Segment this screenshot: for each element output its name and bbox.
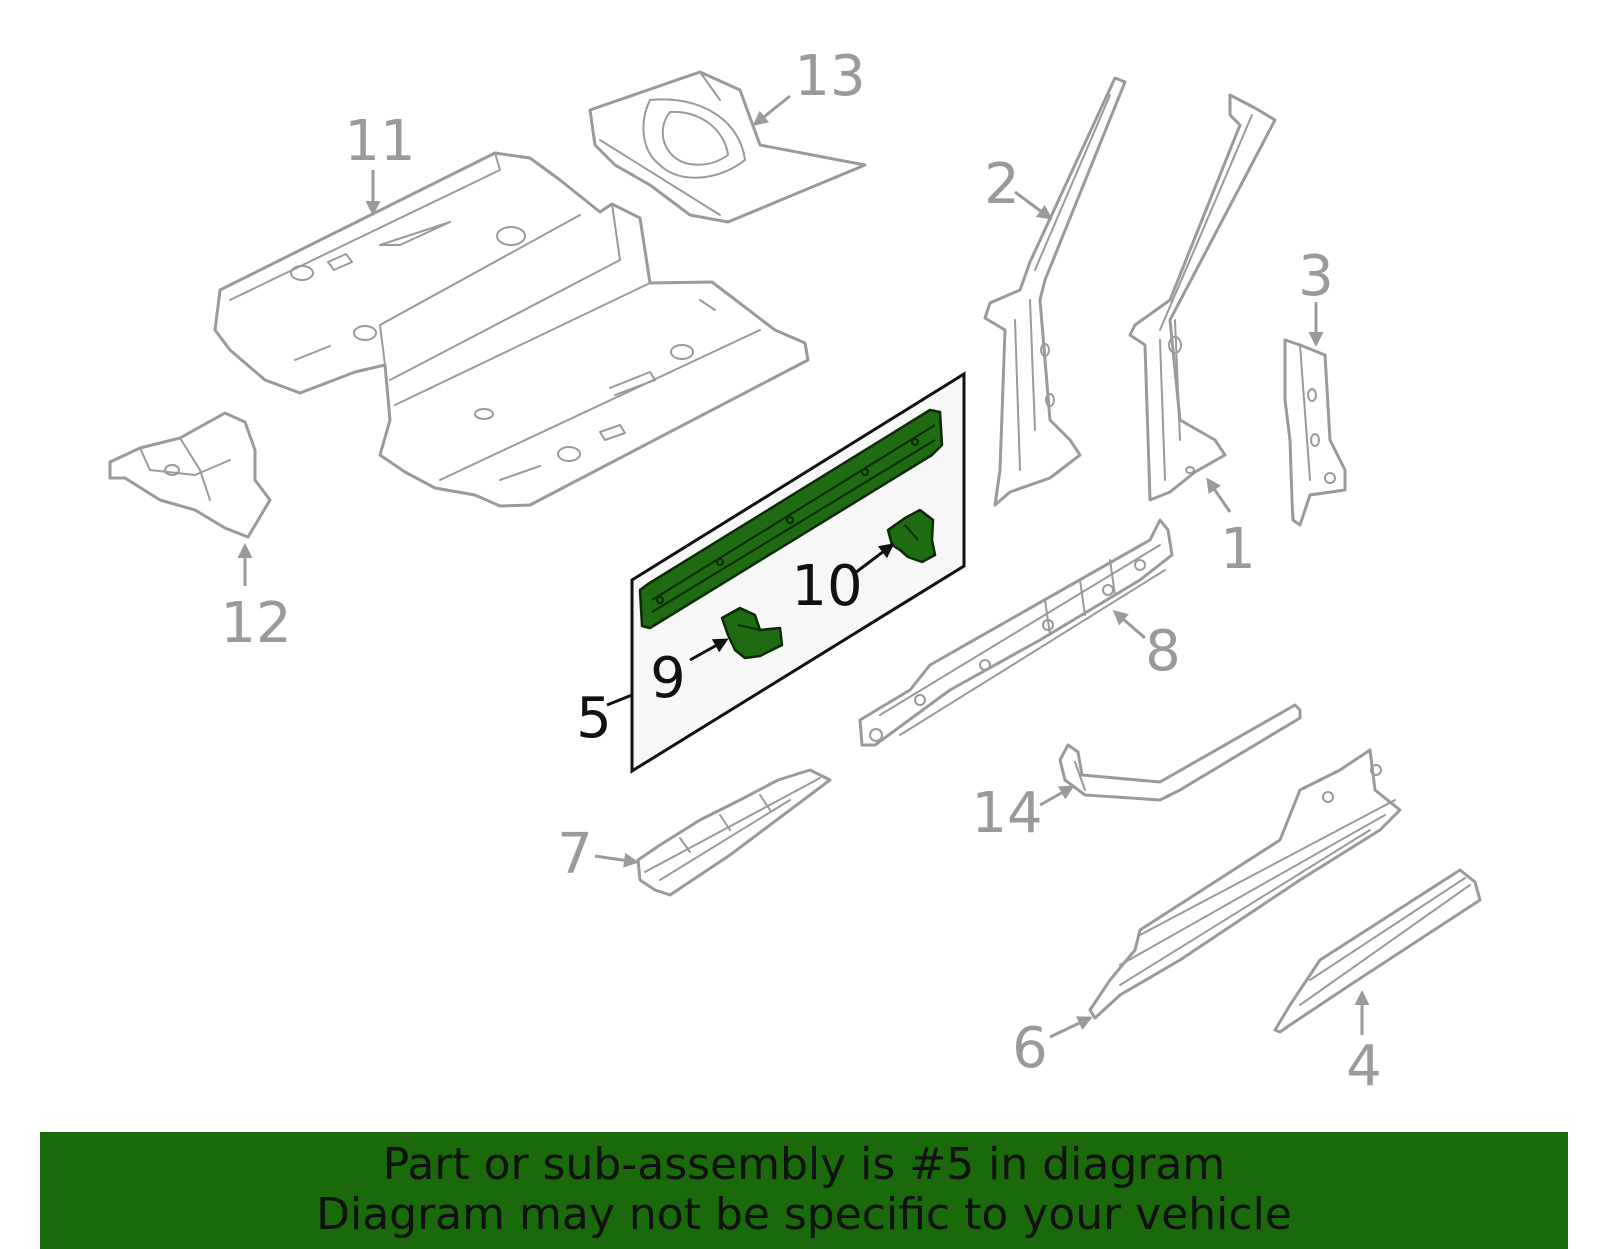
callout-1: 1 [1220, 517, 1256, 582]
part-14-rail [1058, 703, 1302, 802]
part-8-rocker-inner [858, 518, 1174, 747]
callout-14: 14 [971, 781, 1042, 846]
part-7-crossmember [636, 768, 832, 897]
banner-line-1: Part or sub-assembly is #5 in diagram [382, 1139, 1226, 1190]
part-4-sill-trim [1273, 868, 1482, 1034]
callout-7: 7 [557, 822, 593, 887]
part-12-bracket [108, 411, 272, 539]
part-13-rear-floor [588, 70, 867, 224]
part-2-pillar [983, 76, 1127, 507]
callout-12: 12 [220, 591, 291, 656]
callout-3: 3 [1298, 244, 1334, 309]
callout-10: 10 [791, 554, 862, 619]
callout-5: 5 [576, 686, 612, 751]
part-3-reinforcement [1283, 338, 1347, 527]
part-1-pillar [1128, 93, 1277, 502]
info-banner: Part or sub-assembly is #5 in diagram Di… [40, 1132, 1568, 1249]
leader-lines [237, 94, 1370, 1039]
callout-2: 2 [984, 152, 1020, 217]
callout-labels: 1 2 3 4 5 6 7 8 9 10 11 12 13 14 [220, 44, 1381, 1099]
part-9-bracket [720, 606, 784, 660]
banner-line-2: Diagram may not be specific to your vehi… [316, 1189, 1292, 1240]
part-11-floor-pan [213, 151, 810, 508]
callout-8: 8 [1145, 619, 1181, 684]
callout-11: 11 [344, 109, 415, 174]
callout-6: 6 [1012, 1016, 1048, 1081]
callout-9: 9 [650, 646, 686, 711]
callout-13: 13 [794, 44, 865, 109]
part-5-rail [638, 408, 944, 630]
part-6-sill [1088, 748, 1402, 1020]
part-10-bracket [886, 508, 937, 564]
callout-4: 4 [1346, 1034, 1382, 1099]
